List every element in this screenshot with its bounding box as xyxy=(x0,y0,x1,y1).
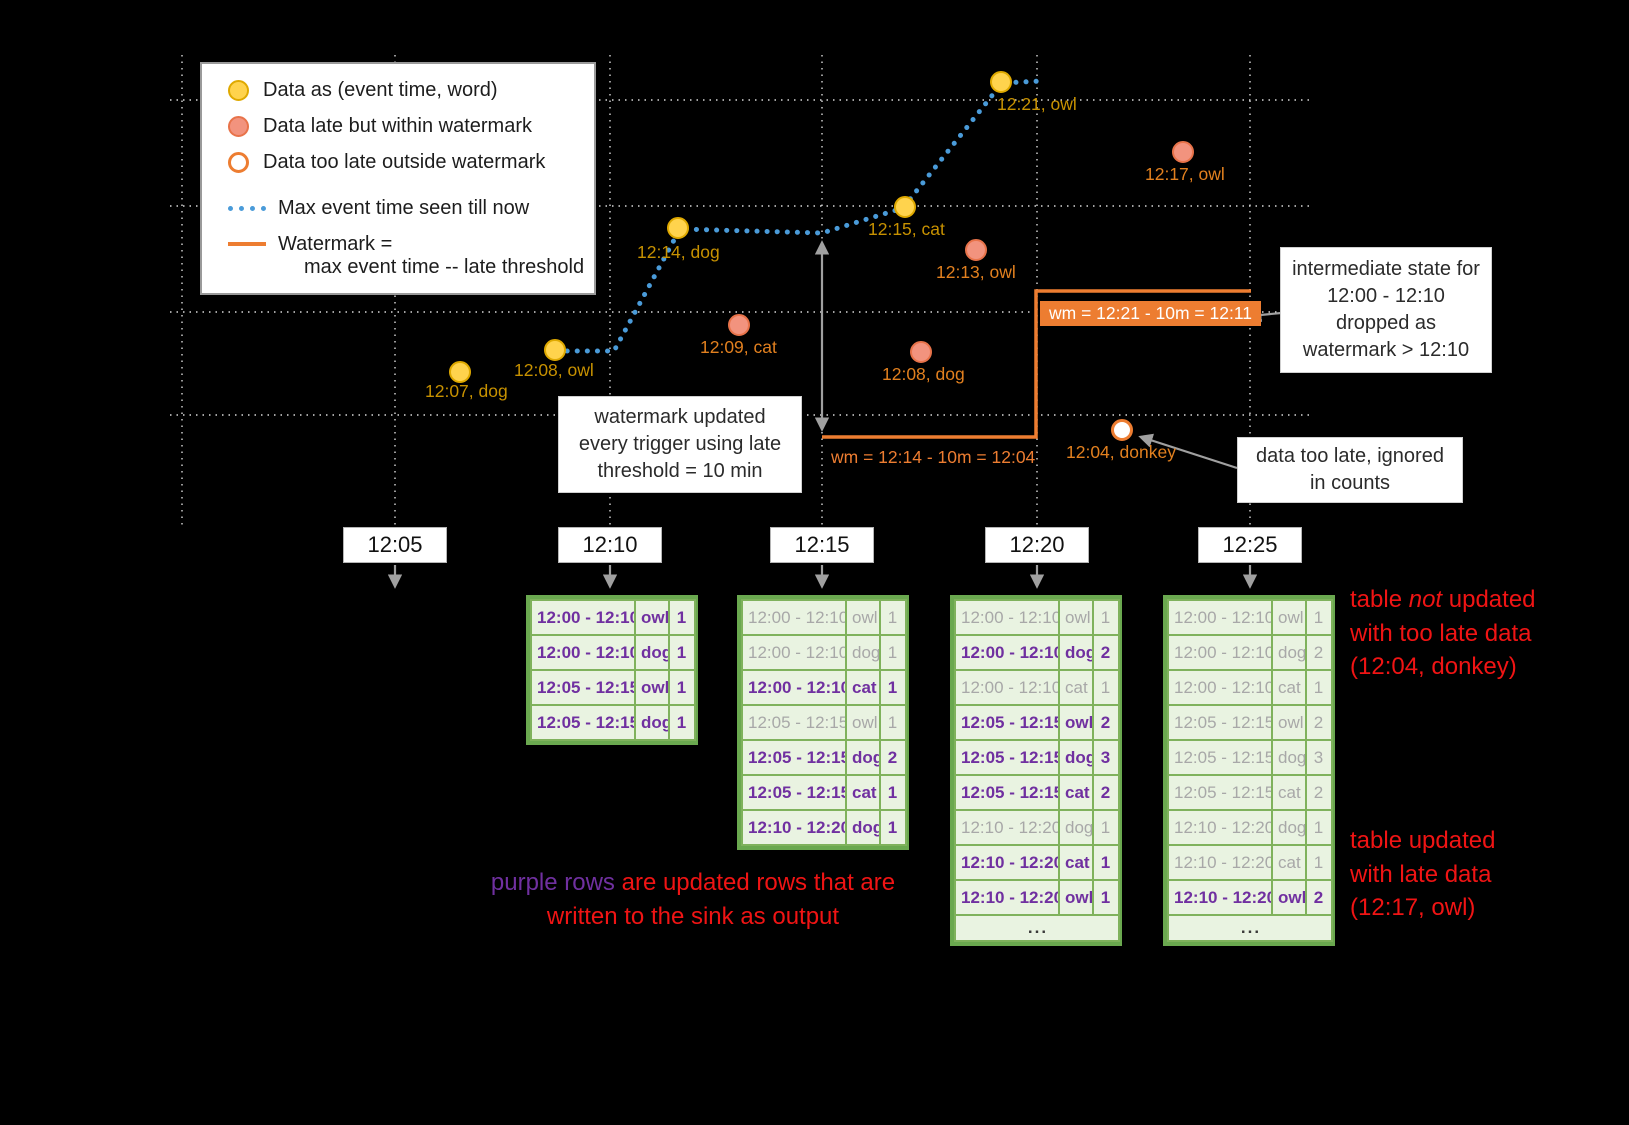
on-time-point-icon xyxy=(228,80,249,101)
tick-1205: 12:05 xyxy=(343,527,447,563)
table-row: 12:05 - 12:15 owl 1 xyxy=(530,669,696,706)
gray-arrows xyxy=(387,240,1282,589)
legend-item-max-event: Max event time seen till now xyxy=(228,197,594,220)
table-row: 12:00 - 12:10 owl 1 xyxy=(741,599,907,636)
legend-label: Data as (event time, word) xyxy=(263,79,498,101)
data-point-on-time xyxy=(667,217,689,239)
table-row: 12:10 - 12:20 cat 1 xyxy=(1167,844,1333,881)
table-row: 12:00 - 12:10 owl 1 xyxy=(530,599,696,636)
table-row: 12:05 - 12:15 dog 1 xyxy=(530,704,696,741)
table-row: 12:10 - 12:20 cat 1 xyxy=(954,844,1120,881)
table-row: 12:05 - 12:15 cat 2 xyxy=(954,774,1120,811)
table-row: 12:05 - 12:15 dog 3 xyxy=(954,739,1120,776)
table-row: 12:00 - 12:10 dog 1 xyxy=(530,634,696,671)
data-point-label: 12:13, owl xyxy=(936,262,1016,282)
data-point-label: 12:08, owl xyxy=(514,360,594,380)
data-point-late xyxy=(910,341,932,363)
table-row: 12:00 - 12:10 owl 1 xyxy=(1167,599,1333,636)
purple-rows-highlight: purple rows xyxy=(490,869,615,896)
data-point-on-time xyxy=(449,361,471,383)
data-point-label: 12:08, dog xyxy=(882,364,965,384)
legend-label: Watermark = max event time -- late thres… xyxy=(278,233,584,279)
watermark-value-label-2: wm = 12:21 - 10m = 12:11 xyxy=(1040,301,1261,326)
tick-1215: 12:15 xyxy=(770,527,874,563)
tick-1220: 12:20 xyxy=(985,527,1089,563)
watermark-definition-line1: Watermark = xyxy=(278,233,393,255)
max-event-time-line-icon xyxy=(228,206,266,211)
note-updated-late: table updated with late data (12:17, owl… xyxy=(1350,827,1496,922)
table-row: 12:05 - 12:15 cat 1 xyxy=(741,774,907,811)
table-row: 12:10 - 12:20 dog 1 xyxy=(954,809,1120,846)
note-not-updated: table not updated with too late data (12… xyxy=(1350,586,1536,681)
data-point-late xyxy=(728,314,750,336)
table-row: 12:05 - 12:15 owl 1 xyxy=(741,704,907,741)
table-row: 12:00 - 12:10 cat 1 xyxy=(741,669,907,706)
data-point-label: 12:07, dog xyxy=(425,381,508,401)
table-row: 12:10 - 12:20 dog 1 xyxy=(1167,809,1333,846)
table-row: 12:05 - 12:15 owl 2 xyxy=(1167,704,1333,741)
legend-item-on-time: Data as (event time, word) xyxy=(228,79,594,102)
legend-label: Data too late outside watermark xyxy=(263,151,546,173)
table-row: 12:00 - 12:10 cat 1 xyxy=(1167,669,1333,706)
table-row: 12:05 - 12:15 cat 2 xyxy=(1167,774,1333,811)
table-row: 12:05 - 12:15 dog 2 xyxy=(741,739,907,776)
legend-label: Data late but within watermark xyxy=(263,115,533,137)
data-point-label: 12:04, donkey xyxy=(1066,442,1176,462)
too-late-arrow xyxy=(1138,433,1238,470)
purple-rows-rest: are updated rows that are written to the… xyxy=(546,869,896,930)
data-point-on-time xyxy=(544,339,566,361)
legend: Data as (event time, word) Data late but… xyxy=(200,62,596,295)
data-point-label: 12:17, owl xyxy=(1145,164,1225,184)
table-row: 12:10 - 12:20 dog 1 xyxy=(741,809,907,846)
result-table-1210: 12:00 - 12:10 owl 1 12:00 - 12:10 dog 1 … xyxy=(526,595,698,745)
tick-1210: 12:10 xyxy=(558,527,662,563)
data-point-on-time xyxy=(894,196,916,218)
data-point-label: 12:14, dog xyxy=(637,242,720,262)
legend-item-late: Data late but within watermark xyxy=(228,115,594,138)
data-point-late xyxy=(1172,141,1194,163)
legend-item-watermark: Watermark = max event time -- late thres… xyxy=(228,233,594,279)
legend-spacer xyxy=(228,187,594,197)
table-row: 12:00 - 12:10 dog 2 xyxy=(1167,634,1333,671)
table-row: 12:00 - 12:10 dog 2 xyxy=(954,634,1120,671)
late-point-icon xyxy=(228,116,249,137)
watermark-value-label-1: wm = 12:14 - 10m = 12:04 xyxy=(831,447,1036,467)
watermark-line xyxy=(822,289,1251,439)
table-row: 12:00 - 12:10 cat 1 xyxy=(954,669,1120,706)
data-point-on-time xyxy=(990,71,1012,93)
data-point-label: 12:09, cat xyxy=(700,337,777,357)
data-point-label: 12:15, cat xyxy=(868,219,945,239)
tick-1225: 12:25 xyxy=(1198,527,1302,563)
data-point-late xyxy=(965,239,987,261)
table-ellipsis-row: ... xyxy=(954,914,1120,942)
callout-intermediate-state: intermediate state for 12:00 - 12:10 dro… xyxy=(1280,247,1492,373)
table-row: 12:05 - 12:15 dog 3 xyxy=(1167,739,1333,776)
table-row: 12:10 - 12:20 owl 1 xyxy=(954,879,1120,916)
table-row: 12:00 - 12:10 dog 1 xyxy=(741,634,907,671)
legend-label: Max event time seen till now xyxy=(278,197,530,219)
table-row: 12:00 - 12:10 owl 1 xyxy=(954,599,1120,636)
too-late-point-icon xyxy=(228,152,249,173)
note-purple-rows: purple rows are updated rows that are wr… xyxy=(483,866,903,933)
max-event-time-line xyxy=(554,78,1045,354)
table-row: 12:10 - 12:20 owl 2 xyxy=(1167,879,1333,916)
callout-watermark-update: watermark updated every trigger using la… xyxy=(558,396,802,493)
watermark-line-icon xyxy=(228,242,266,246)
watermark-definition-line2: max event time -- late threshold xyxy=(304,256,585,278)
data-point-too-late xyxy=(1111,419,1133,441)
data-point-label: 12:21, owl xyxy=(997,94,1077,114)
callout-too-late: data too late, ignored in counts xyxy=(1237,437,1463,503)
result-table-1225: 12:00 - 12:10 owl 1 12:00 - 12:10 dog 2 … xyxy=(1163,595,1335,946)
table-ellipsis-row: ... xyxy=(1167,914,1333,942)
table-row: 12:05 - 12:15 owl 2 xyxy=(954,704,1120,741)
legend-item-too-late: Data too late outside watermark xyxy=(228,151,594,174)
result-table-1215: 12:00 - 12:10 owl 1 12:00 - 12:10 dog 1 … xyxy=(737,595,909,850)
result-table-1220: 12:00 - 12:10 owl 1 12:00 - 12:10 dog 2 … xyxy=(950,595,1122,946)
